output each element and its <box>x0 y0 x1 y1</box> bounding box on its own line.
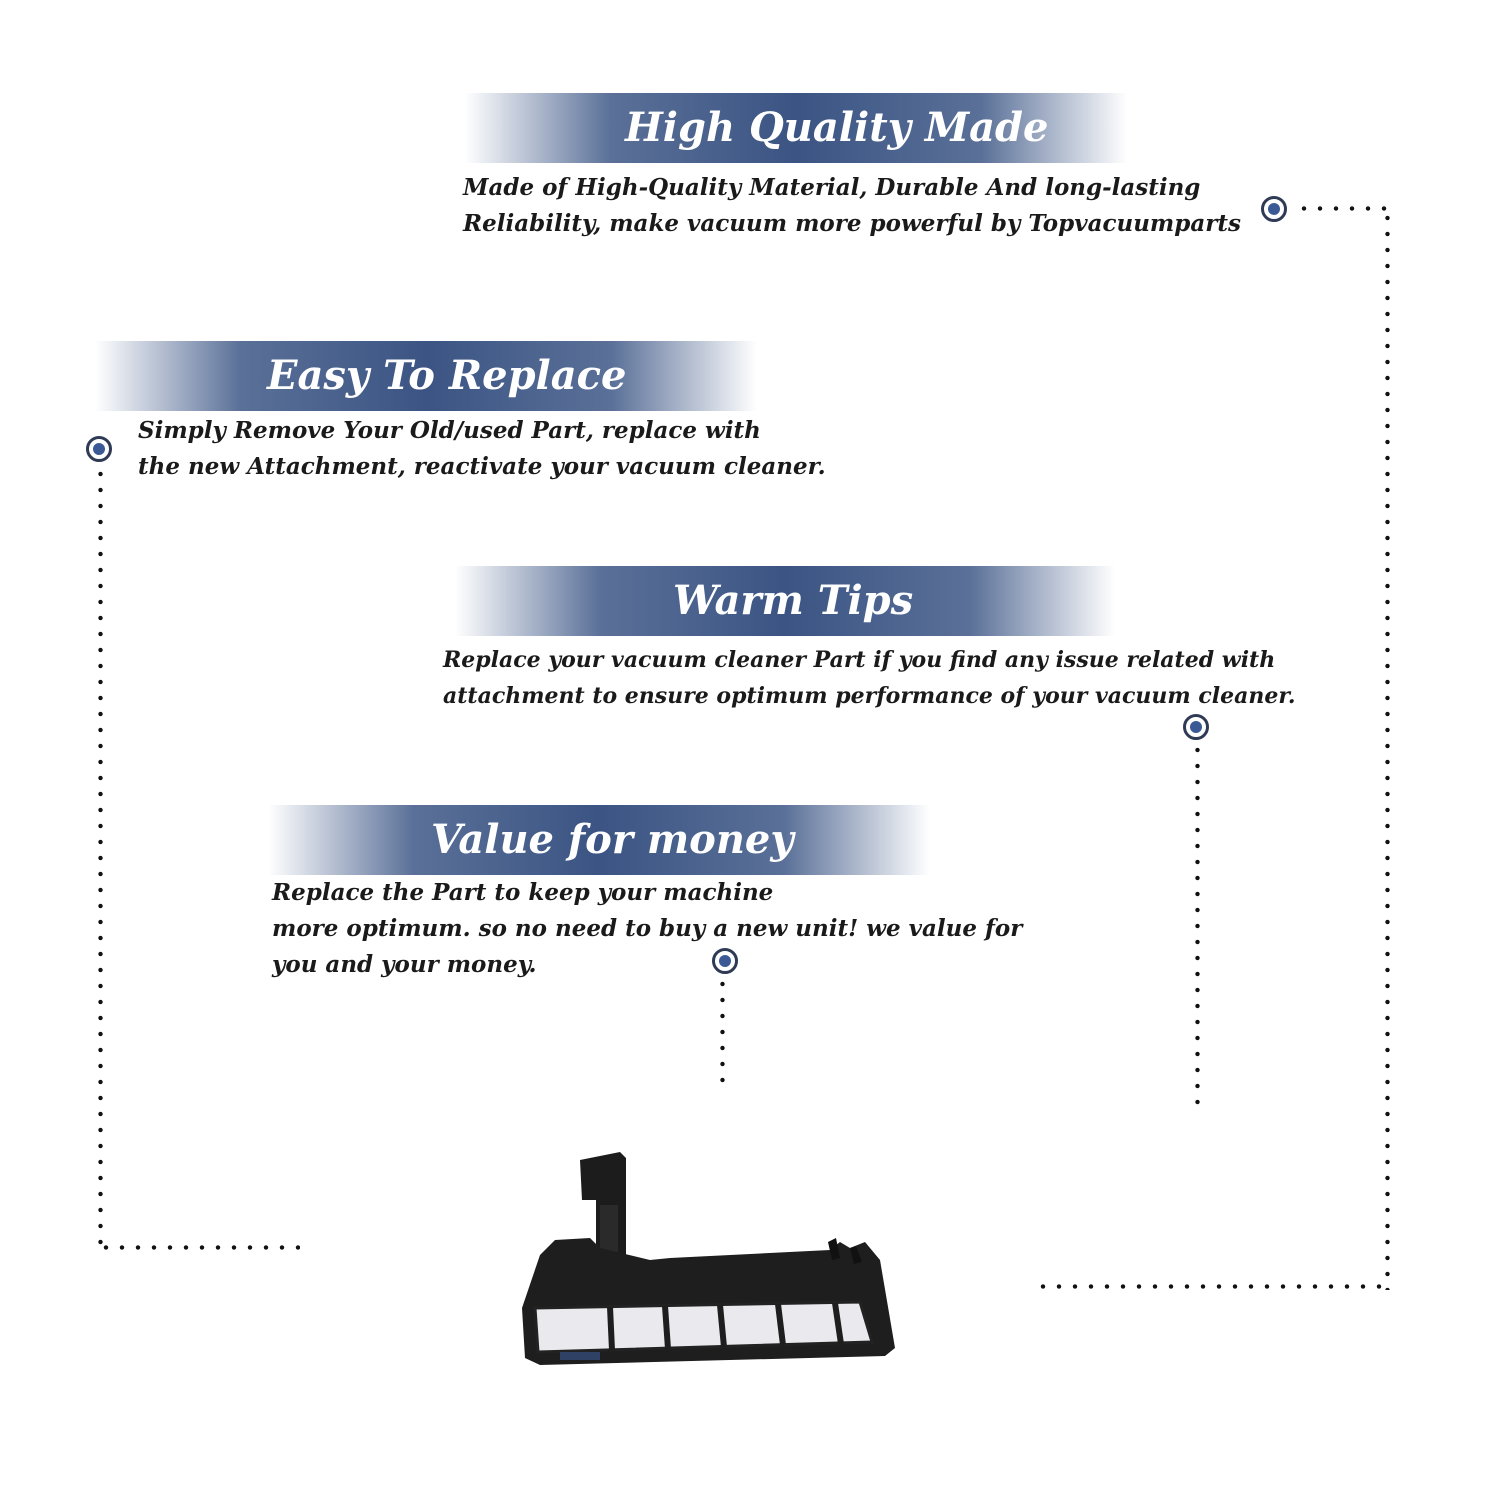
dotted-connector <box>1035 1284 1390 1289</box>
dotted-connector <box>98 1245 300 1250</box>
dotted-connector <box>1385 210 1390 1290</box>
product-image <box>522 1152 895 1365</box>
marker-icon <box>1261 196 1287 222</box>
desc-line: the new Attachment, reactivate your vacu… <box>138 453 826 480</box>
section-title-value-money: Value for money <box>431 816 794 863</box>
marker-icon <box>1183 714 1209 740</box>
section-title-warm-tips: Warm Tips <box>673 577 914 624</box>
desc-line: Reliability, make vacuum more powerful b… <box>463 210 1241 237</box>
dotted-connector <box>1195 742 1200 1108</box>
vacuum-filter-attachment-icon <box>522 1152 895 1365</box>
section-title-high-quality: High Quality Made <box>625 104 1049 151</box>
desc-line: Simply Remove Your Old/used Part, replac… <box>138 417 761 444</box>
marker-icon <box>712 948 738 974</box>
banner-value-money: Value for money <box>268 805 930 875</box>
banner-easy-replace: Easy To Replace <box>95 341 757 411</box>
desc-line: more optimum. so no need to buy a new un… <box>272 915 1023 942</box>
dotted-connector <box>1296 206 1391 211</box>
dotted-connector <box>720 976 725 1092</box>
desc-line: attachment to ensure optimum performance… <box>443 683 1296 709</box>
section-desc-easy-replace: Simply Remove Your Old/used Part, replac… <box>138 413 826 485</box>
banner-warm-tips: Warm Tips <box>455 566 1115 636</box>
section-desc-value-money: Replace the Part to keep your machine mo… <box>272 875 1022 983</box>
desc-line: Made of High-Quality Material, Durable A… <box>463 174 1201 201</box>
desc-line: Replace the Part to keep your machine <box>272 879 774 906</box>
dotted-connector <box>98 466 103 1248</box>
marker-icon <box>86 436 112 462</box>
section-title-easy-replace: Easy To Replace <box>267 352 627 399</box>
desc-line: Replace your vacuum cleaner Part if you … <box>443 647 1276 673</box>
section-desc-high-quality: Made of High-Quality Material, Durable A… <box>463 170 1241 242</box>
banner-high-quality: High Quality Made <box>465 93 1127 163</box>
section-desc-warm-tips: Replace your vacuum cleaner Part if you … <box>443 642 1296 714</box>
desc-line: you and your money. <box>272 951 537 978</box>
